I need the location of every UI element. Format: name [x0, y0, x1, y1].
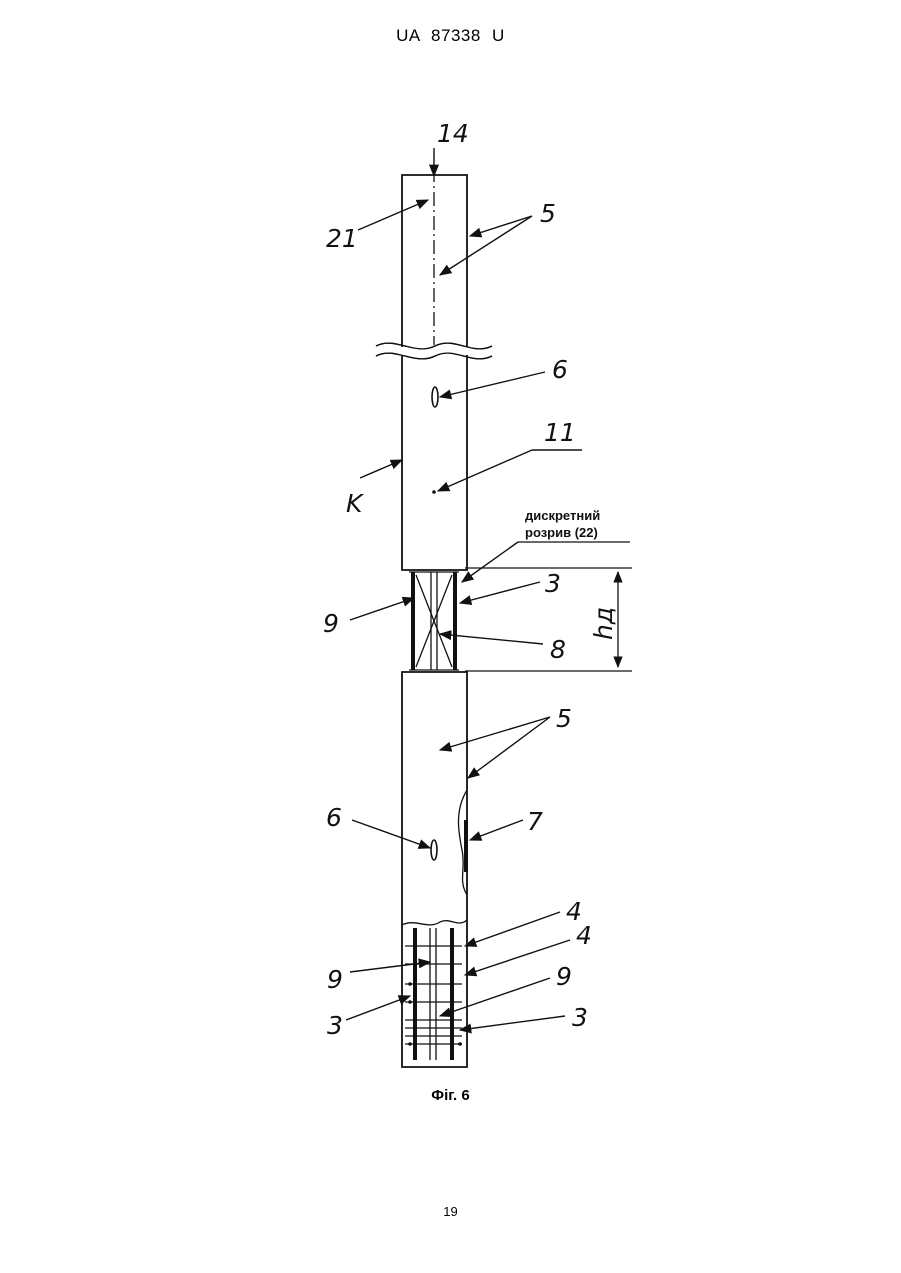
label-21: 21	[326, 224, 358, 253]
reference-labels: 14 21 5 6 11 K дискретний розрив (22) 3 …	[323, 119, 618, 1040]
label-3-low-right: 3	[572, 1003, 588, 1032]
discrete-gap-section	[409, 542, 632, 671]
label-6-low: 6	[326, 803, 342, 832]
upper-column-segment	[376, 168, 492, 570]
label-8: 8	[550, 635, 566, 664]
discrete-gap-note-line1: дискретний	[525, 508, 600, 523]
page-number: 19	[0, 1204, 901, 1219]
label-11: 11	[544, 418, 576, 447]
upper-insert-6	[432, 387, 438, 407]
label-K: K	[346, 489, 365, 518]
label-3-low-left: 3	[327, 1011, 343, 1040]
label-14: 14	[437, 119, 469, 148]
label-9-low-left: 9	[327, 965, 343, 994]
label-3-mid: 3	[545, 569, 561, 598]
label-4-b: 4	[576, 921, 592, 950]
label-5-top: 5	[540, 199, 556, 228]
label-9-low-right: 9	[556, 962, 572, 991]
discrete-gap-note-line2: розрив (22)	[525, 525, 598, 540]
reinforcement-cage	[405, 928, 462, 1060]
lower-insert-6	[431, 840, 437, 860]
label-9-mid: 9	[323, 609, 339, 638]
label-hd: hд	[589, 607, 618, 640]
label-5-low: 5	[556, 704, 572, 733]
lower-column-segment	[402, 672, 467, 1067]
label-6-top: 6	[552, 355, 568, 384]
figure-caption: Фіг. 6	[0, 1087, 901, 1104]
label-7: 7	[527, 807, 543, 836]
